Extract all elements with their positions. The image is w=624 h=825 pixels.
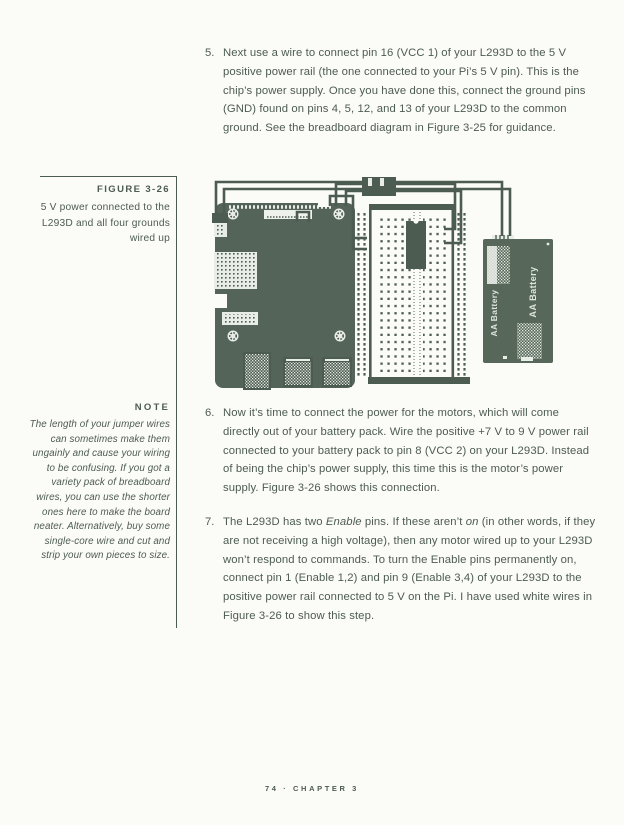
step-5-text: Next use a wire to connect pin 16 (VCC 1… <box>223 47 586 135</box>
page-footer: 74 · CHAPTER 3 <box>265 784 359 793</box>
battery-label-left: AA Battery <box>489 290 499 337</box>
raspberry-pi-board <box>213 202 355 390</box>
step-6: 6. Now it’s time to connect the power fo… <box>205 404 597 498</box>
figure-caption: FIGURE 3-26 5 V power connected to the L… <box>30 184 170 247</box>
l293d-chip <box>406 218 426 269</box>
step-7: 7. The L293D has two Enable pins. If the… <box>205 513 597 626</box>
breadboard <box>357 204 470 385</box>
inline-connector-block <box>362 177 396 196</box>
step-5-number: 5. <box>205 47 215 59</box>
figure-caption-text: 5 V power connected to the L293D and all… <box>40 202 170 244</box>
caption-top-rule <box>40 176 177 177</box>
margin-note-text: The length of your jumper wires can some… <box>29 419 170 562</box>
step-7-seg3: (in other words, if they are not receivi… <box>223 516 596 622</box>
step-7-em2: on <box>465 516 479 528</box>
margin-note-label: NOTE <box>134 402 170 413</box>
step-7-text: The L293D has two Enable pins. If these … <box>223 513 597 626</box>
step-7-seg1: The L293D has two <box>223 516 326 528</box>
usb-ports <box>283 357 352 387</box>
battery-label-right: AA Battery <box>528 266 538 318</box>
battery-wire-outer <box>214 180 504 236</box>
step-6-number: 6. <box>205 407 215 419</box>
jumper-wires <box>214 180 512 251</box>
breadboard-holes-left <box>376 214 411 375</box>
margin-note: NOTE The length of your jumper wires can… <box>26 402 170 564</box>
wire-end-block <box>212 213 228 223</box>
step-7-em1: Enable <box>325 516 362 528</box>
battery-cell-bottom <box>517 323 542 359</box>
step-5: 5. Next use a wire to connect pin 16 (VC… <box>205 44 597 138</box>
gpio-wire-3 <box>328 194 367 251</box>
sidebar-vertical-rule <box>176 176 177 628</box>
gpio-loop-wire <box>295 210 311 222</box>
step-7-number: 7. <box>205 516 215 528</box>
breadboard-holes-right <box>423 214 450 375</box>
power-rails <box>357 213 466 376</box>
figure-3-26-diagram: AA Battery AA Battery <box>212 177 553 390</box>
camera-connector <box>264 210 312 219</box>
figure-caption-label: FIGURE 3-26 <box>97 184 170 195</box>
step-6-text: Now it’s time to connect the power for t… <box>223 407 590 495</box>
battery-pack: AA Battery AA Battery <box>483 235 553 363</box>
gpio-wire-1 <box>334 182 457 231</box>
mounting-holes <box>227 208 346 342</box>
step-7-seg2: pins. If these aren’t <box>361 516 466 528</box>
